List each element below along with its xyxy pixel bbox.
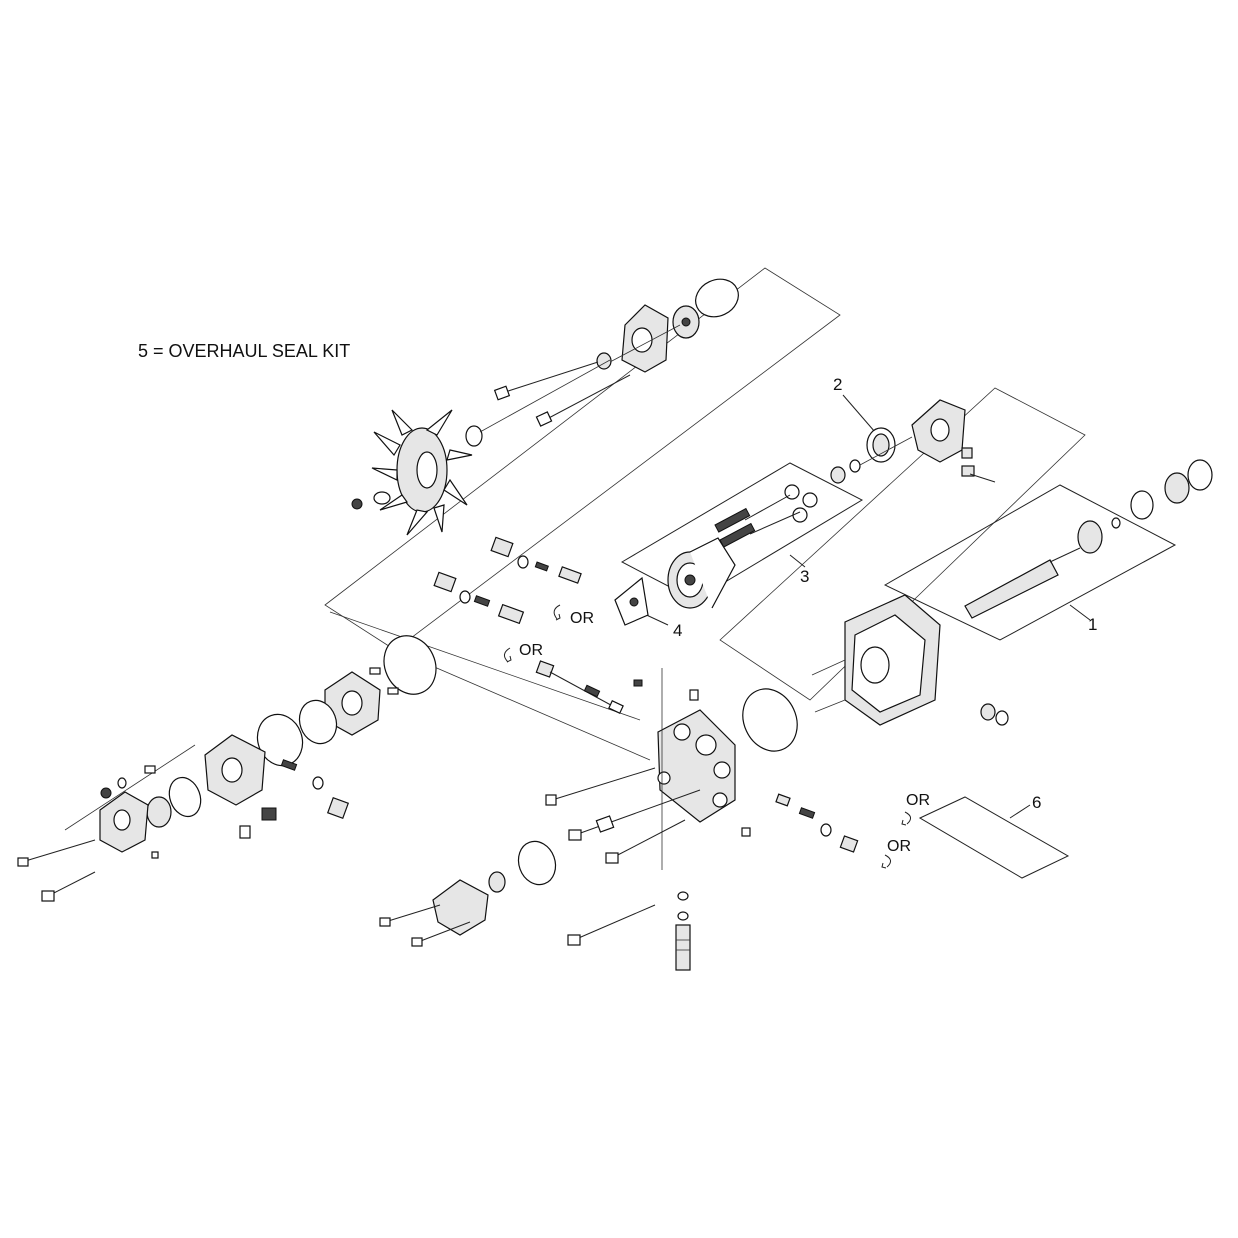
- callout-3: 3: [800, 567, 809, 586]
- callout-2: 2: [833, 375, 842, 394]
- or-label-c: OR: [906, 792, 930, 809]
- leader-2: [842, 394, 876, 433]
- fan-assembly: [351, 359, 611, 536]
- lower-fittings: [379, 767, 859, 971]
- or-option-b: OR: [504, 642, 543, 663]
- or-option-c: OR: [901, 792, 930, 826]
- rear-cover-group: [830, 399, 996, 484]
- or-option-d: OR: [881, 838, 911, 869]
- drain-plug: [675, 891, 691, 971]
- or-label-a: OR: [570, 610, 594, 627]
- overhaul-seal-kit-note: 5 = OVERHAUL SEAL KIT: [138, 341, 350, 361]
- center-end-cap: [657, 668, 736, 870]
- kit-box-6: 6: [918, 793, 1070, 879]
- callout-6: 6: [1032, 793, 1041, 812]
- or-label-d: OR: [887, 838, 911, 855]
- valve-group-upper: [433, 536, 643, 714]
- main-housing: [742, 594, 1009, 752]
- rotating-group: [667, 484, 818, 609]
- callout-1: 1: [1088, 615, 1097, 634]
- swash-plate: [614, 576, 649, 626]
- assembly-guide-lines: [324, 267, 1086, 761]
- or-option-a: OR: [553, 604, 594, 627]
- left-pump-group: [17, 635, 437, 902]
- kit-box-1: 1: [883, 484, 1177, 641]
- or-label-b: OR: [519, 642, 543, 659]
- shaft-group: [964, 459, 1213, 619]
- callout-4: 4: [673, 621, 682, 640]
- top-cover-group: [493, 278, 739, 427]
